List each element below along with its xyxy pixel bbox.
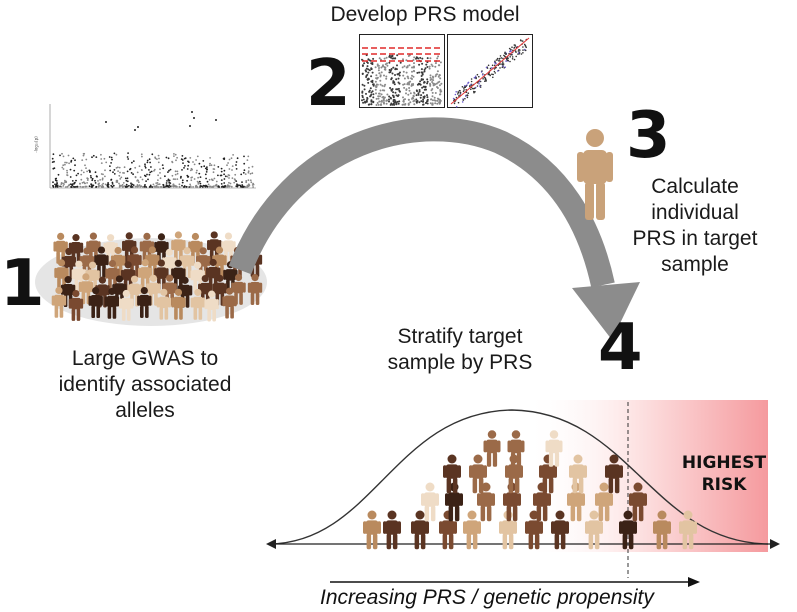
person-figure [363, 510, 381, 550]
target-sample-people [363, 430, 697, 550]
person-figure [585, 510, 603, 550]
person-figure [204, 290, 219, 322]
person-figure [551, 510, 569, 550]
person-figure [619, 510, 637, 550]
step-3-caption: Calculate individual PRS in target sampl… [590, 174, 797, 278]
person-figure [88, 287, 103, 319]
person-figure [222, 287, 237, 319]
person-figure [567, 482, 585, 522]
step-3-caption-line: Calculate [651, 175, 739, 198]
person-figure [629, 482, 647, 522]
person-figure [477, 482, 495, 522]
person-figure [190, 288, 206, 320]
person-figure [231, 273, 246, 305]
person-figure [595, 482, 613, 522]
step-4-caption: Stratify target sample by PRS [360, 324, 560, 376]
person-figure [383, 510, 401, 550]
person-figure [533, 482, 551, 522]
person-figure [525, 510, 543, 550]
step-2-caption: Develop PRS model [330, 3, 520, 26]
baseline-left-arrowhead [266, 539, 276, 549]
baseline-right-arrowhead [770, 539, 780, 549]
step-3-number: 3 [626, 99, 671, 173]
step-4-caption-line: Stratify target [397, 325, 523, 348]
person-figure [171, 288, 186, 320]
gwas-crowd [35, 231, 267, 326]
person-figure [112, 275, 127, 307]
prs-threshold-manhattan-panel [359, 34, 445, 108]
person-figure [68, 289, 84, 321]
person-figure [94, 246, 109, 278]
highest-risk-label: HIGHEST RISK [678, 452, 770, 496]
step-3-caption-line: sample [661, 253, 729, 276]
step-4-caption-line: sample by PRS [387, 351, 533, 374]
prs-distribution-panel [266, 400, 780, 587]
person-figure [679, 510, 697, 550]
individual-person-icon [577, 129, 613, 220]
step-3-caption-line: PRS in target [632, 227, 758, 250]
person-figure [653, 510, 671, 550]
step-1-caption-line: alleles [115, 399, 175, 422]
step-4-number: 4 [598, 311, 643, 385]
person-figure [443, 454, 461, 494]
person-figure [569, 454, 587, 494]
step-3-caption-line: individual [651, 201, 739, 224]
person-figure [104, 287, 120, 319]
person-figure [51, 286, 67, 318]
person-figure [605, 454, 623, 494]
step-1-caption: Large GWAS to identify associated allele… [20, 346, 270, 424]
person-figure [137, 286, 152, 318]
person-figure [469, 454, 487, 494]
curved-arrow-head [572, 282, 640, 340]
person-figure [463, 510, 481, 550]
person-figure [445, 482, 463, 522]
propensity-axis-label: Increasing PRS / genetic propensity [320, 586, 654, 609]
gwas-manhattan-plot [49, 104, 256, 189]
highest-risk-line: HIGHEST [681, 453, 767, 473]
bell-curve [269, 409, 769, 545]
person-figure [507, 430, 525, 467]
person-figure [119, 289, 134, 321]
person-figure [190, 261, 205, 293]
prs-regression-scatter-panel [447, 34, 533, 108]
person-figure [53, 232, 68, 264]
person-figure [421, 482, 439, 522]
step-2-number: 2 [306, 47, 351, 121]
person-figure [247, 274, 263, 305]
person-figure [483, 430, 501, 467]
step-1-caption-line: Large GWAS to [71, 347, 219, 370]
curved-arrow-body [228, 117, 615, 288]
propensity-axis-arrowhead [688, 577, 700, 587]
person-figure [411, 510, 429, 550]
person-figure [156, 288, 172, 320]
person-figure [545, 430, 563, 467]
step-1-caption-line: identify associated [58, 373, 232, 396]
person-figure [439, 510, 457, 550]
highest-risk-line: RISK [701, 475, 747, 495]
